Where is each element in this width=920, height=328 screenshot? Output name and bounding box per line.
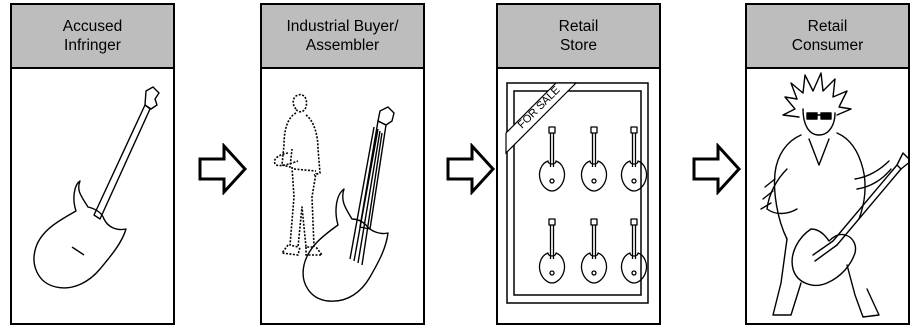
store-display: FOR SALE	[505, 82, 649, 304]
guitar-icon	[33, 86, 160, 289]
panel-illustration	[262, 69, 423, 323]
rock-guitarist-icon	[760, 72, 908, 318]
panel-retail-store: Retail Store FOR SALE	[496, 3, 661, 325]
panel-illustration	[12, 69, 173, 323]
guitar-icon	[620, 126, 648, 192]
panel-header: Industrial Buyer/ Assembler	[262, 5, 423, 69]
arrow-right-icon	[692, 143, 742, 195]
arrow-right-icon	[198, 143, 248, 195]
panel-header: Accused Infringer	[12, 5, 173, 69]
panel-illustration: FOR SALE	[498, 69, 659, 323]
panel-accused-infringer: Accused Infringer	[10, 3, 175, 325]
guitar-icon	[580, 126, 608, 192]
panel-header: Retail Consumer	[747, 5, 908, 69]
panel-industrial-buyer: Industrial Buyer/ Assembler	[260, 3, 425, 325]
person-icon	[273, 93, 323, 256]
panel-title: Accused Infringer	[62, 18, 123, 54]
guitar-icon	[538, 218, 566, 284]
panel-illustration	[747, 69, 908, 323]
guitar-icon	[538, 126, 566, 192]
guitar-icon	[620, 218, 648, 284]
arrow-right-icon	[446, 143, 496, 195]
panel-title: Retail Consumer	[791, 18, 864, 54]
for-sale-banner-icon: FOR SALE	[505, 82, 578, 155]
panel-title: Retail Store	[558, 18, 599, 54]
panel-title: Industrial Buyer/ Assembler	[286, 18, 399, 54]
panel-retail-consumer: Retail Consumer	[745, 3, 910, 325]
panel-header: Retail Store	[498, 5, 659, 69]
guitar-icon	[580, 218, 608, 284]
guitar-icon	[302, 106, 395, 302]
